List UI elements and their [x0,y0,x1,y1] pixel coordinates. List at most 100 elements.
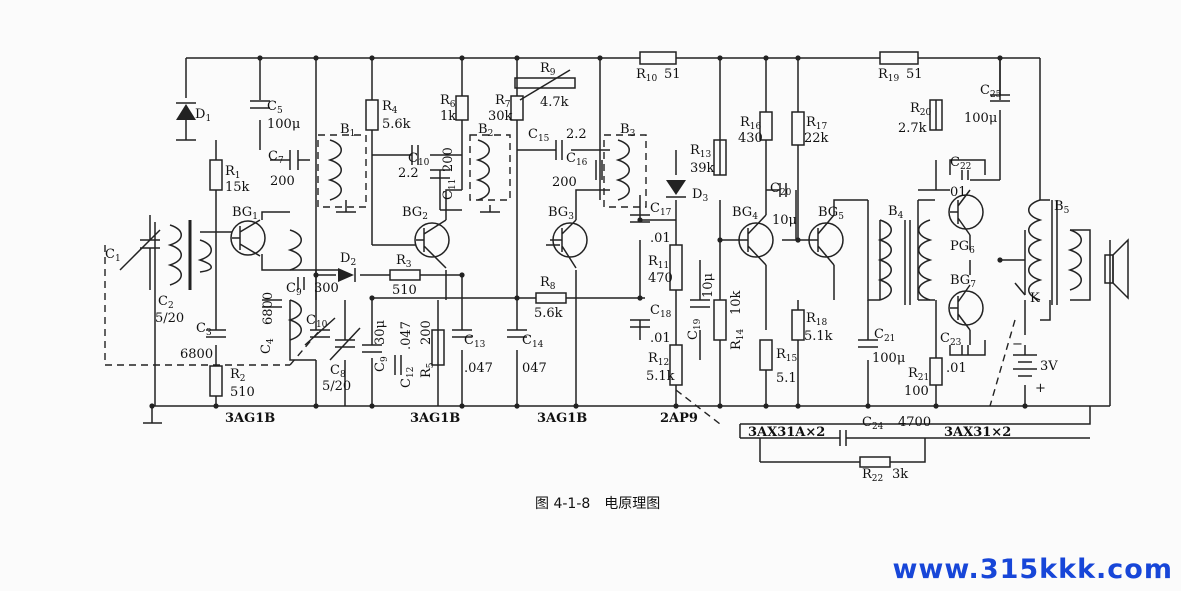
label-minus: − [1012,337,1023,352]
capacitor-c5 [250,100,270,109]
value-c19: 10μ [701,273,716,298]
label-b3: B3 [620,122,636,139]
label-r21: R21 [908,366,929,383]
value-c13: .047 [464,361,493,376]
label-c19: C19 [686,318,703,340]
resistor-r2 [209,365,223,397]
value-c21: 100μ [872,351,905,366]
coil-b2 [475,139,490,201]
value-r11: 470 [648,271,673,286]
capacitor-c10b [304,317,336,346]
label-r11: R11 [648,254,669,271]
value-r5: 200 [419,320,434,345]
label-c16: C16 [566,151,588,168]
label-c12: C12 [399,367,416,388]
resistor-r4 [365,99,379,131]
capacitor-c20 [779,183,787,197]
type-label-5: 3AX31A×2 [748,425,825,440]
value-c9a: 300 [314,281,339,296]
capacitor-c24 [839,430,880,446]
resistor-r19 [879,51,919,65]
value-r19: 51 [906,67,923,82]
resistor-r10 [639,51,677,65]
label-c10b: C10 [306,313,328,330]
value-r10: 51 [664,67,681,82]
value-c17: .01 [650,231,671,246]
label-r20: R20 [910,101,932,118]
type-label-6: 3AX31×2 [944,425,1011,440]
antenna-coil [119,215,212,290]
label-r17: R17 [806,115,828,132]
shield-b2 [469,134,511,201]
value-r22: 3k [892,467,908,482]
label-r8: R8 [540,275,556,292]
label-b1: B1 [340,122,355,139]
label-c22: C22 [950,155,971,172]
label-c11: C11 [441,179,458,200]
label-bg7: BG7 [950,273,976,290]
capacitor-c9b [362,344,382,353]
resistor-r11 [669,244,683,291]
value-c14: 047 [522,361,547,376]
label-c21: C21 [874,327,895,344]
label-bg6: PG6 [950,239,975,256]
label-r14: R14 [729,328,746,350]
value-r8: 5.6k [534,306,563,321]
osc-coil [287,229,302,271]
diode-d3 [666,180,686,198]
label-r22: R22 [862,467,883,484]
value-c7: 200 [270,174,295,189]
transistor-bg6 [948,189,984,236]
capacitor-c15 [555,140,563,160]
label-r6: R6 [440,93,456,110]
resistor-r5 [431,329,445,366]
label-r13: R13 [690,143,712,160]
transistor-bg5 [808,214,844,266]
label-c10a: C10 [408,151,430,168]
capacitor-c4 [262,299,282,308]
value-r4: 5.6k [382,117,411,132]
capacitor-c22 [961,170,969,180]
label-b2: B2 [478,122,493,139]
value-c4: 6800 [261,292,276,325]
value-r7: 30k [488,109,513,124]
label-c9b: C9 [373,356,390,372]
label-bg4: BG4 [732,205,758,222]
switch-k [1014,282,1026,296]
resistor-r13 [713,139,727,176]
label-bg3: BG3 [548,205,574,222]
watermark-text: www.315kkk.com [892,554,1173,585]
capacitor-c25 [990,94,1010,102]
label-d3: D3 [692,187,708,204]
coil-b1 [327,139,342,201]
resistor-r3 [389,269,421,281]
value-r3: 510 [392,283,417,298]
label-r16: R16 [740,115,762,132]
capacitor-c8 [329,327,361,361]
capacitor-c16 [595,160,603,180]
transistor-bg4 [738,214,774,266]
label-d1: D1 [195,107,211,124]
value-c5: 100μ [267,117,300,132]
value-c8: 5/20 [322,379,351,394]
capacitor-c7 [270,150,310,170]
value-c15: 2.2 [566,127,587,142]
diode-d2 [338,268,356,282]
label-c15: C15 [528,127,550,144]
diode-d1 [176,102,196,120]
value-c24: 4700 [898,415,931,430]
label-r3: R3 [396,253,412,270]
transistor-bg7 [948,284,984,331]
value-c22: 01 [950,185,967,200]
capacitor-c23 [961,345,969,355]
label-r5: R5 [419,362,436,378]
figure-caption: 图 4-1-8 电原理图 [535,496,660,512]
resistor-r20 [929,99,943,131]
value-c3: 6800 [180,347,213,362]
value-c12: .047 [399,321,414,350]
value-r6: 1k [440,109,456,124]
value-r17: 22k [804,131,829,146]
label-c13: C13 [464,333,486,350]
transistor-bg1 [230,219,266,257]
